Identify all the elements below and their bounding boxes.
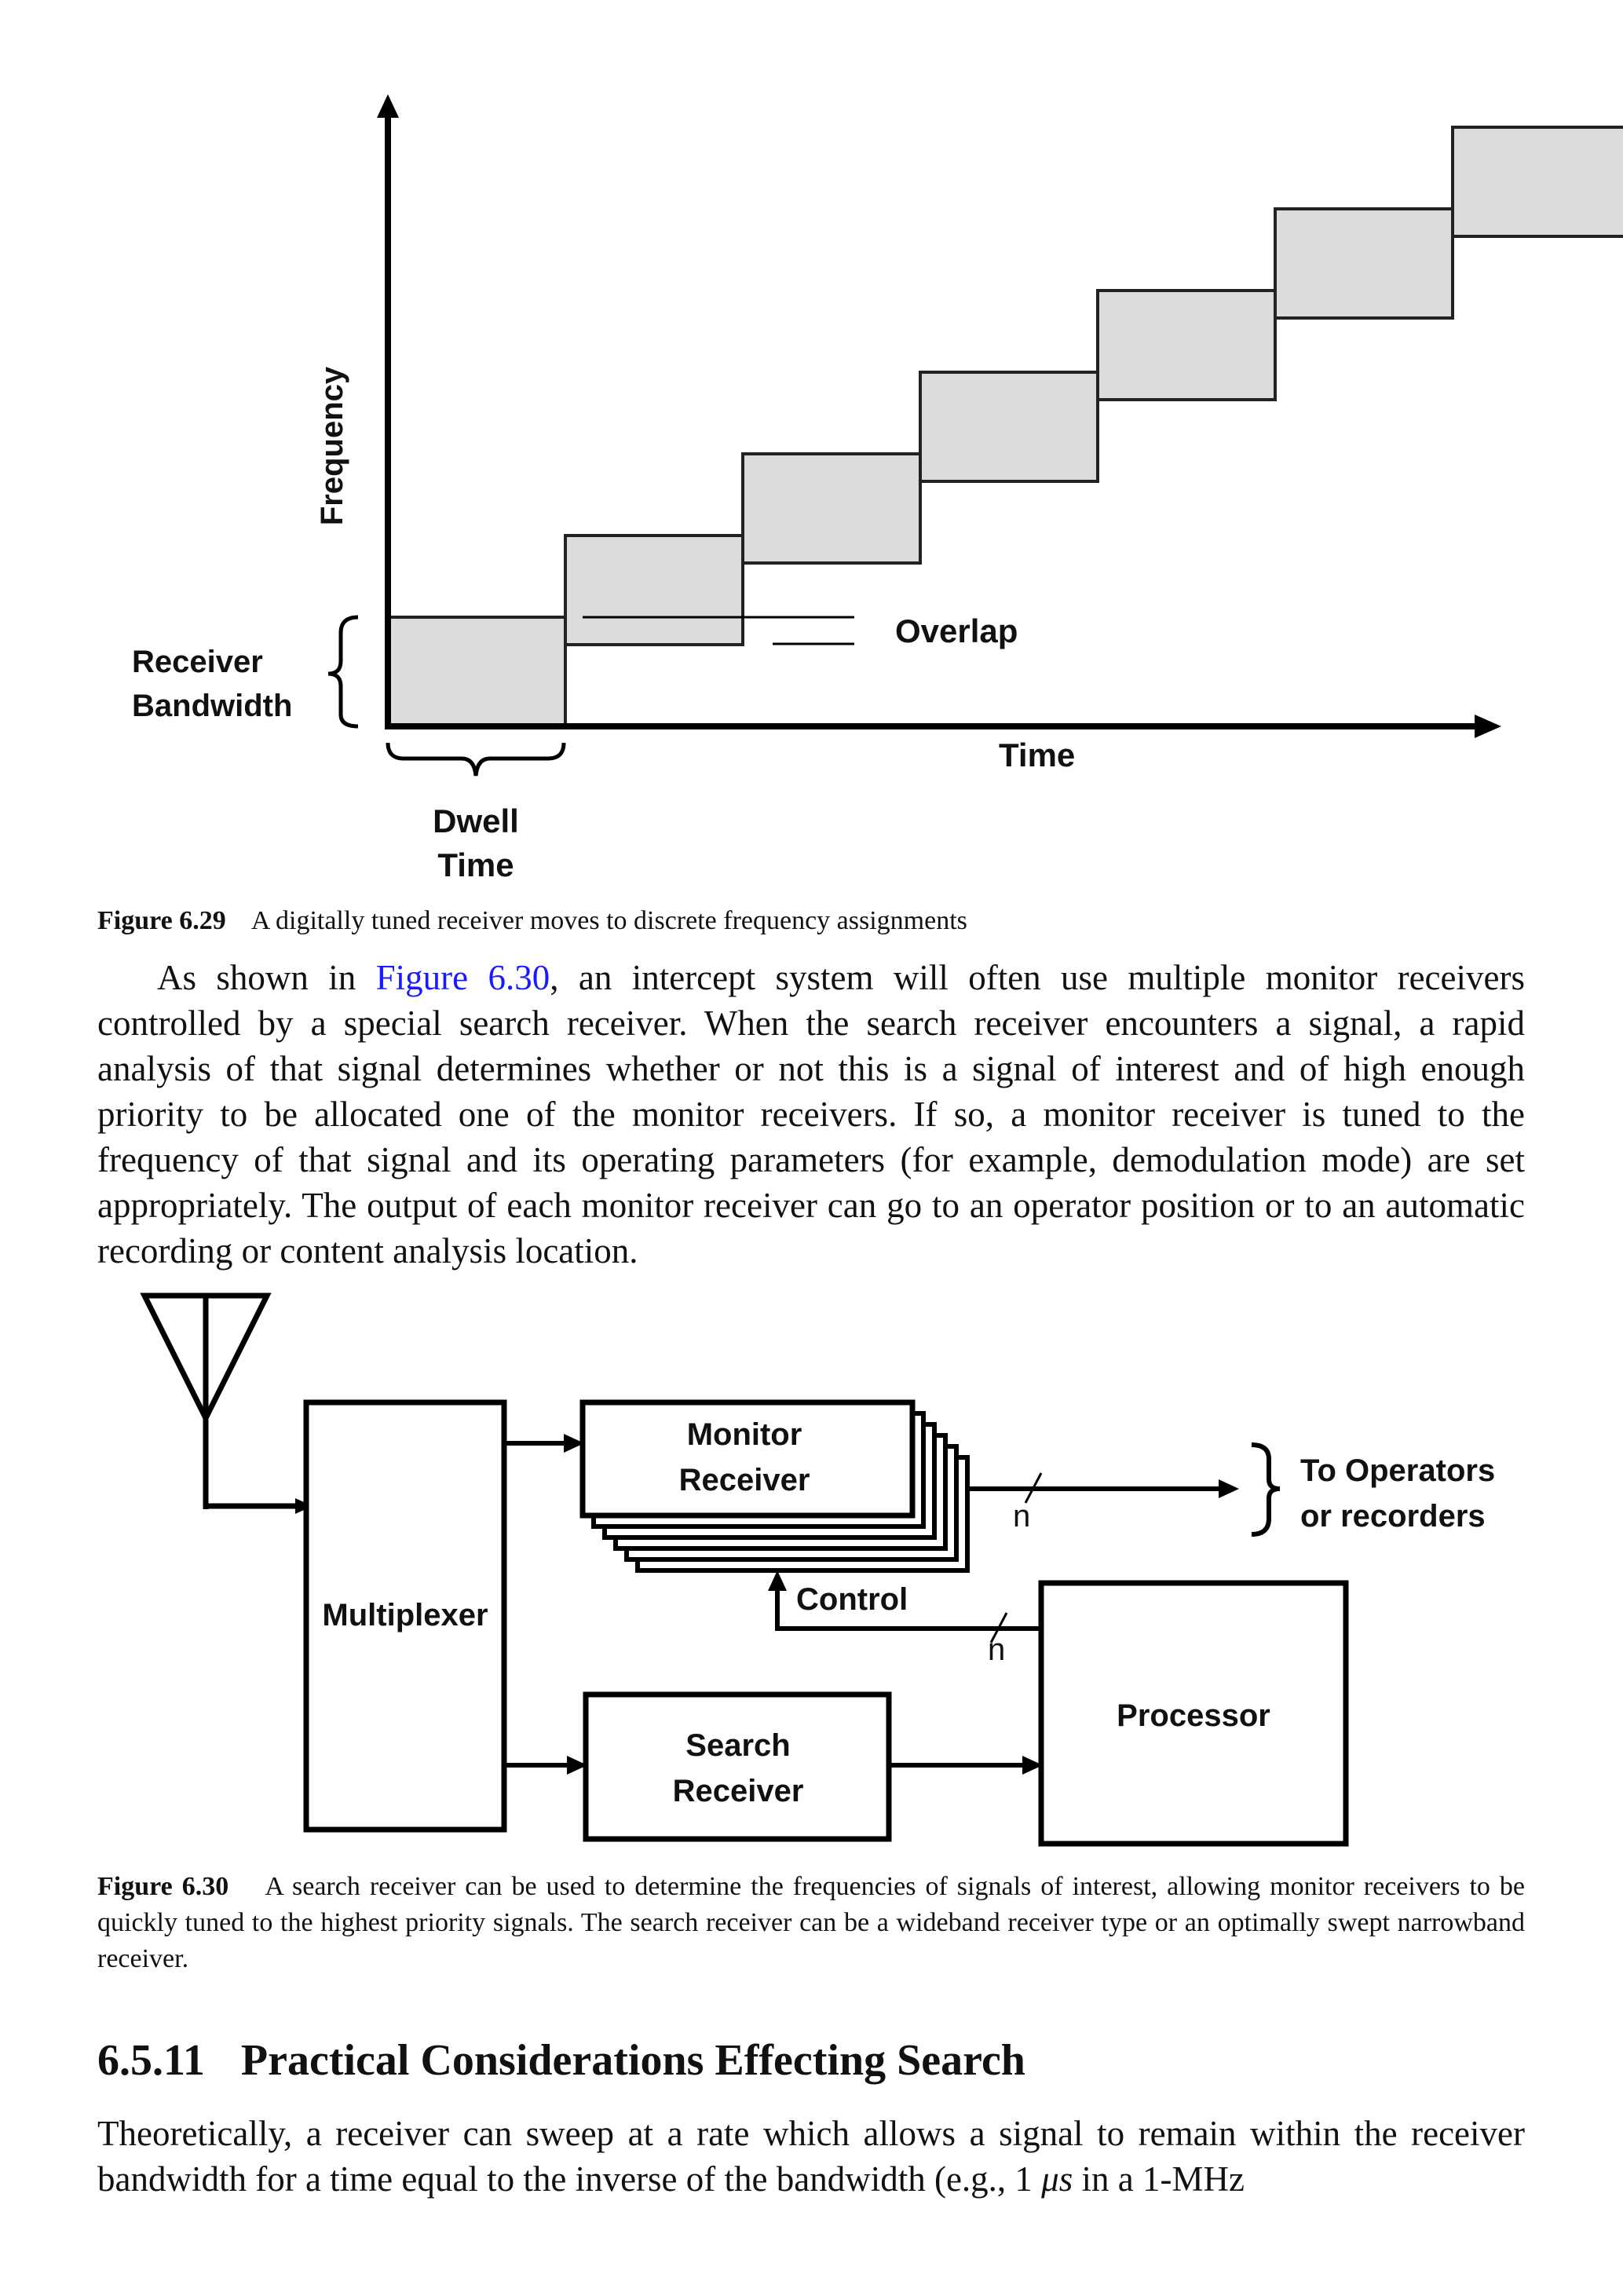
- dwell-time-label-2: Time: [437, 846, 514, 883]
- figure-6-29: Frequency Receiver Bandwidth Overlap Tim…: [132, 94, 1623, 883]
- paragraph-1-rest: , an intercept system will often use mul…: [97, 958, 1525, 1270]
- to-operators-label-2: or recorders: [1300, 1499, 1486, 1534]
- control-arrow: [768, 1570, 787, 1591]
- operators-brace: [1251, 1442, 1281, 1537]
- mux-to-monitor-arrow: [564, 1434, 584, 1453]
- paragraph-2: Theoretically, a receiver can sweep at a…: [97, 2111, 1525, 2202]
- control-bus-n-label: n: [988, 1632, 1005, 1667]
- receiver-bandwidth-label-1: Receiver: [132, 645, 263, 679]
- processor-box: [1038, 1580, 1349, 1847]
- frequency-step-2: [564, 534, 744, 646]
- control-line: [775, 1589, 1041, 1631]
- monitor-receiver-box: [579, 1399, 916, 1519]
- y-axis-arrow: [377, 94, 399, 118]
- frequency-step-4: [919, 371, 1099, 483]
- figure-6-29-caption-text: A digitally tuned receiver moves to disc…: [250, 906, 967, 935]
- x-axis-label: Time: [999, 737, 1075, 773]
- bandwidth-brace: [327, 615, 359, 729]
- multiplexer-label: Multiplexer: [322, 1598, 488, 1632]
- paragraph-2-unit: μs: [1041, 2159, 1073, 2199]
- paragraph-1: As shown in Figure 6.30, an intercept sy…: [97, 955, 1525, 1274]
- frequency-step-1: [386, 616, 567, 728]
- monitor-receiver-stack: [579, 1399, 970, 1573]
- output-bus-slash: [1024, 1472, 1043, 1504]
- section-title: Practical Considerations Effecting Searc…: [240, 2036, 1025, 2085]
- figure-6-30-link[interactable]: Figure 6.30: [375, 958, 550, 997]
- y-axis-label: Frequency: [315, 366, 349, 525]
- control-label: Control: [796, 1582, 908, 1617]
- dwell-brace: [386, 742, 566, 777]
- paragraph-2-before: Theoretically, a receiver can sweep at a…: [97, 2114, 1525, 2199]
- figure-6-30: Multiplexer Monitor Receiver Search Rece…: [140, 1292, 1495, 1847]
- frequency-steps: [386, 126, 1623, 728]
- processor-label: Processor: [1117, 1698, 1270, 1733]
- search-receiver-label-1: Search: [685, 1728, 790, 1763]
- multiplexer-box: [303, 1399, 507, 1833]
- search-receiver-label-2: Receiver: [673, 1774, 804, 1808]
- search-to-processor-arrow: [1022, 1756, 1043, 1775]
- dwell-time-label-1: Dwell: [433, 803, 519, 839]
- mux-to-search-arrow: [567, 1756, 587, 1775]
- frequency-step-7: [1451, 126, 1623, 238]
- receiver-bandwidth-label-2: Bandwidth: [132, 689, 292, 723]
- figure-6-29-caption: Figure 6.29 A digitally tuned receiver m…: [97, 903, 1525, 939]
- figure-6-30-caption-text: A search receiver can be used to determi…: [97, 1872, 1526, 1973]
- figure-6-30-caption: Figure 6.30 A search receiver can be use…: [97, 1869, 1525, 1977]
- monitor-receiver-label-1: Monitor: [687, 1417, 802, 1452]
- paragraph-1-lead: As shown in: [157, 958, 376, 997]
- frequency-step-3: [741, 452, 922, 565]
- paragraph-2-after: in a 1-MHz: [1073, 2159, 1245, 2199]
- output-bus-n-label: n: [1013, 1499, 1030, 1534]
- monitor-output-arrow: [1219, 1479, 1239, 1498]
- section-heading: 6.5.11 Practical Considerations Effecting…: [97, 2035, 1025, 2086]
- frequency-step-5: [1096, 289, 1277, 401]
- to-operators-label-1: To Operators: [1300, 1453, 1495, 1488]
- x-axis-arrow: [1475, 715, 1501, 738]
- overlap-label: Overlap: [895, 612, 1018, 649]
- frequency-step-6: [1274, 207, 1454, 320]
- search-receiver-box: [583, 1691, 892, 1842]
- section-number: 6.5.11: [97, 2036, 205, 2085]
- figure-6-29-caption-label: Figure 6.29: [97, 906, 226, 935]
- monitor-receiver-label-2: Receiver: [679, 1463, 810, 1497]
- figure-6-30-caption-label: Figure 6.30: [97, 1872, 229, 1901]
- control-bus-slash: [989, 1612, 1008, 1643]
